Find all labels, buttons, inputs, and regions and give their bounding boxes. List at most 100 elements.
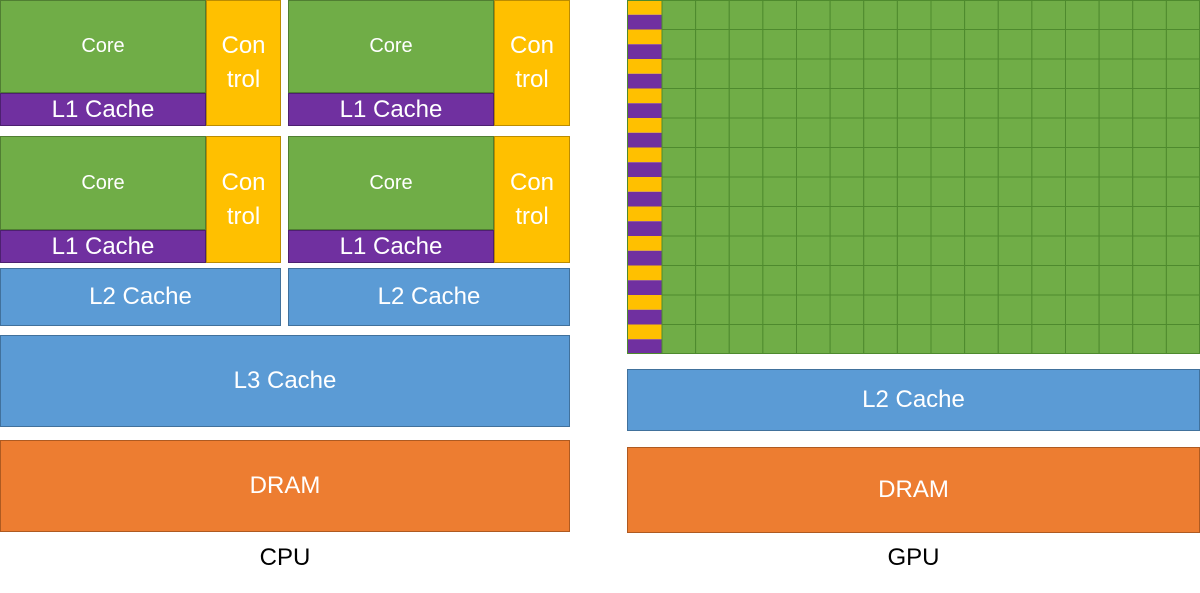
gpu-core-cell [1031, 265, 1066, 296]
gpu-core-cell [863, 265, 898, 296]
gpu-core-cell [930, 206, 966, 237]
core-label: Core [81, 171, 125, 194]
cpu-core-2: Core [288, 0, 494, 93]
gpu-core-cell [1065, 58, 1100, 89]
gpu-core-cell [964, 265, 999, 296]
cpu-core-4: Core [288, 136, 494, 230]
gpu-core-cell [1132, 0, 1167, 30]
gpu-core-cell [1065, 324, 1100, 354]
dram-label: DRAM [878, 476, 949, 503]
gpu-core-cell [896, 29, 932, 60]
gpu-core-cell [829, 58, 865, 89]
gpu-core-cell [695, 117, 730, 148]
gpu-core-cell [762, 117, 797, 148]
gpu-core-cell [661, 117, 697, 148]
gpu-core-cell [1098, 29, 1134, 60]
gpu-core-cell [863, 235, 898, 266]
gpu-core-cell [1031, 324, 1066, 354]
gpu-core-cell [964, 117, 999, 148]
cpu-caption: CPU [259, 544, 311, 571]
gpu-core-cell [863, 0, 898, 30]
gpu-control-stripe [627, 295, 662, 310]
gpu-core-cell [896, 117, 932, 148]
cpu-core-1: Core [0, 0, 206, 93]
gpu-core-cell [1065, 235, 1100, 266]
gpu-core-cell [1165, 176, 1200, 207]
gpu-core-cell [997, 265, 1033, 296]
gpu-core-cell [1065, 206, 1100, 237]
gpu-core-cell [829, 176, 865, 207]
gpu-core-cell [695, 206, 730, 237]
gpu-core-cell [829, 117, 865, 148]
gpu-core-cell [997, 117, 1033, 148]
core-label: Core [81, 35, 125, 57]
cpu-l1-cache-3: L1 Cache [0, 230, 206, 263]
control-label-line2: trol [515, 202, 549, 230]
gpu-l1-stripe [627, 309, 662, 325]
gpu-core-cell [1098, 147, 1134, 178]
cpu-l1-cache-1: L1 Cache [0, 93, 206, 126]
gpu-l1-stripe [627, 339, 662, 354]
gpu-core-cell [1165, 265, 1200, 296]
gpu-core-cell [1031, 117, 1066, 148]
gpu-core-cell [661, 0, 697, 30]
gpu-core-cell [896, 294, 932, 325]
gpu-core-cell [762, 294, 797, 325]
gpu-core-cell [829, 324, 865, 354]
gpu-core-cell [964, 58, 999, 89]
gpu-core-cell [796, 206, 831, 237]
gpu-core-cell [695, 235, 730, 266]
gpu-l1-stripe [627, 44, 662, 59]
gpu-core-cell [1031, 0, 1066, 30]
gpu-core-cell [896, 0, 932, 30]
gpu-core-cell [1165, 0, 1200, 30]
gpu-core-cell [1132, 294, 1167, 325]
gpu-core-cell [997, 294, 1033, 325]
gpu-core-cell [1132, 324, 1167, 354]
gpu-core-cell [796, 147, 831, 178]
gpu-core-cell [695, 176, 730, 207]
gpu-core-cell [863, 206, 898, 237]
gpu-core-cell [930, 235, 966, 266]
control-label-line2: trol [226, 66, 261, 93]
gpu-l1-stripe [627, 103, 662, 118]
gpu-core-cell [930, 88, 966, 119]
l1-cache-label: L1 Cache [51, 232, 155, 260]
dram-label: DRAM [249, 472, 321, 499]
cpu-l1-cache-4: L1 Cache [288, 230, 494, 263]
gpu-core-cell [1031, 29, 1066, 60]
l2-cache-label: L2 Cache [377, 283, 481, 310]
gpu-core-cell [728, 117, 764, 148]
gpu-core-cell [796, 58, 831, 89]
gpu-dram: DRAM [627, 447, 1200, 533]
gpu-core-cell [863, 147, 898, 178]
cpu-control-2: Con trol [494, 0, 570, 126]
gpu-core-cell [863, 29, 898, 60]
gpu-core-cell [1132, 265, 1167, 296]
gpu-l1-stripe [627, 14, 662, 30]
gpu-core-cell [1031, 206, 1066, 237]
gpu-core-cell [661, 88, 697, 119]
gpu-core-cell [796, 176, 831, 207]
gpu-core-cell [1165, 29, 1200, 60]
gpu-core-cell [863, 176, 898, 207]
gpu-core-cell [1132, 235, 1167, 266]
gpu-control-stripe [627, 177, 662, 192]
gpu-core-cell [964, 294, 999, 325]
gpu-core-cell [1098, 294, 1134, 325]
gpu-core-cell [661, 324, 697, 354]
gpu-core-cell [896, 176, 932, 207]
gpu-core-cell [930, 176, 966, 207]
gpu-core-cell [863, 58, 898, 89]
gpu-core-cell [964, 235, 999, 266]
cpu-l2-cache-right: L2 Cache [288, 268, 570, 326]
gpu-core-cell [997, 206, 1033, 237]
gpu-core-cell [796, 265, 831, 296]
gpu-core-cell [896, 324, 932, 354]
gpu-core-cell [1065, 29, 1100, 60]
gpu-control-stripe [627, 147, 662, 163]
gpu-core-cell [964, 176, 999, 207]
gpu-core-cell [661, 265, 697, 296]
gpu-l1-stripe [627, 162, 662, 177]
gpu-core-cell [1098, 117, 1134, 148]
